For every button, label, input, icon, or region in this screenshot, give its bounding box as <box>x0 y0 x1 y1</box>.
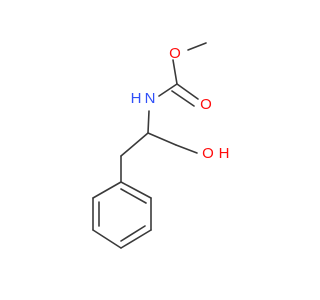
nitrogen-label: N <box>145 90 156 107</box>
ring-inner-2 <box>120 225 146 242</box>
bond-ch2-hydroxyl <box>175 144 198 154</box>
bond-nitrogen-ch <box>147 110 150 134</box>
bond-ester-oxygen-carbonyl <box>172 59 178 85</box>
bond-ch-ch2oh <box>147 132 177 146</box>
ring-bond-6 <box>92 181 122 199</box>
carbonyl-oxygen-label: O <box>200 96 212 113</box>
bond-ch-benzyl <box>120 132 149 157</box>
ester-oxygen-label: O <box>169 45 181 62</box>
bond-carbonyl-double-a <box>176 83 199 100</box>
ring-bond-1 <box>120 181 152 199</box>
ring-bond-4 <box>92 229 122 249</box>
hydroxyl-oxygen-label: O <box>202 145 214 162</box>
hydroxyl-h-label: H <box>219 145 230 162</box>
structure-drawing: O O H N O H <box>92 42 230 249</box>
benzene-ring <box>92 181 152 249</box>
nitrogen-h-label: H <box>131 90 142 107</box>
molecule-canvas: O O H N O H <box>92 42 230 249</box>
bond-carbonyl-nitrogen <box>158 83 178 97</box>
bond-methyl-ester-oxygen <box>187 42 207 51</box>
bond-carbonyl-double-b <box>171 90 195 107</box>
ring-inner-1 <box>120 188 147 204</box>
ring-bond-3 <box>120 229 152 249</box>
